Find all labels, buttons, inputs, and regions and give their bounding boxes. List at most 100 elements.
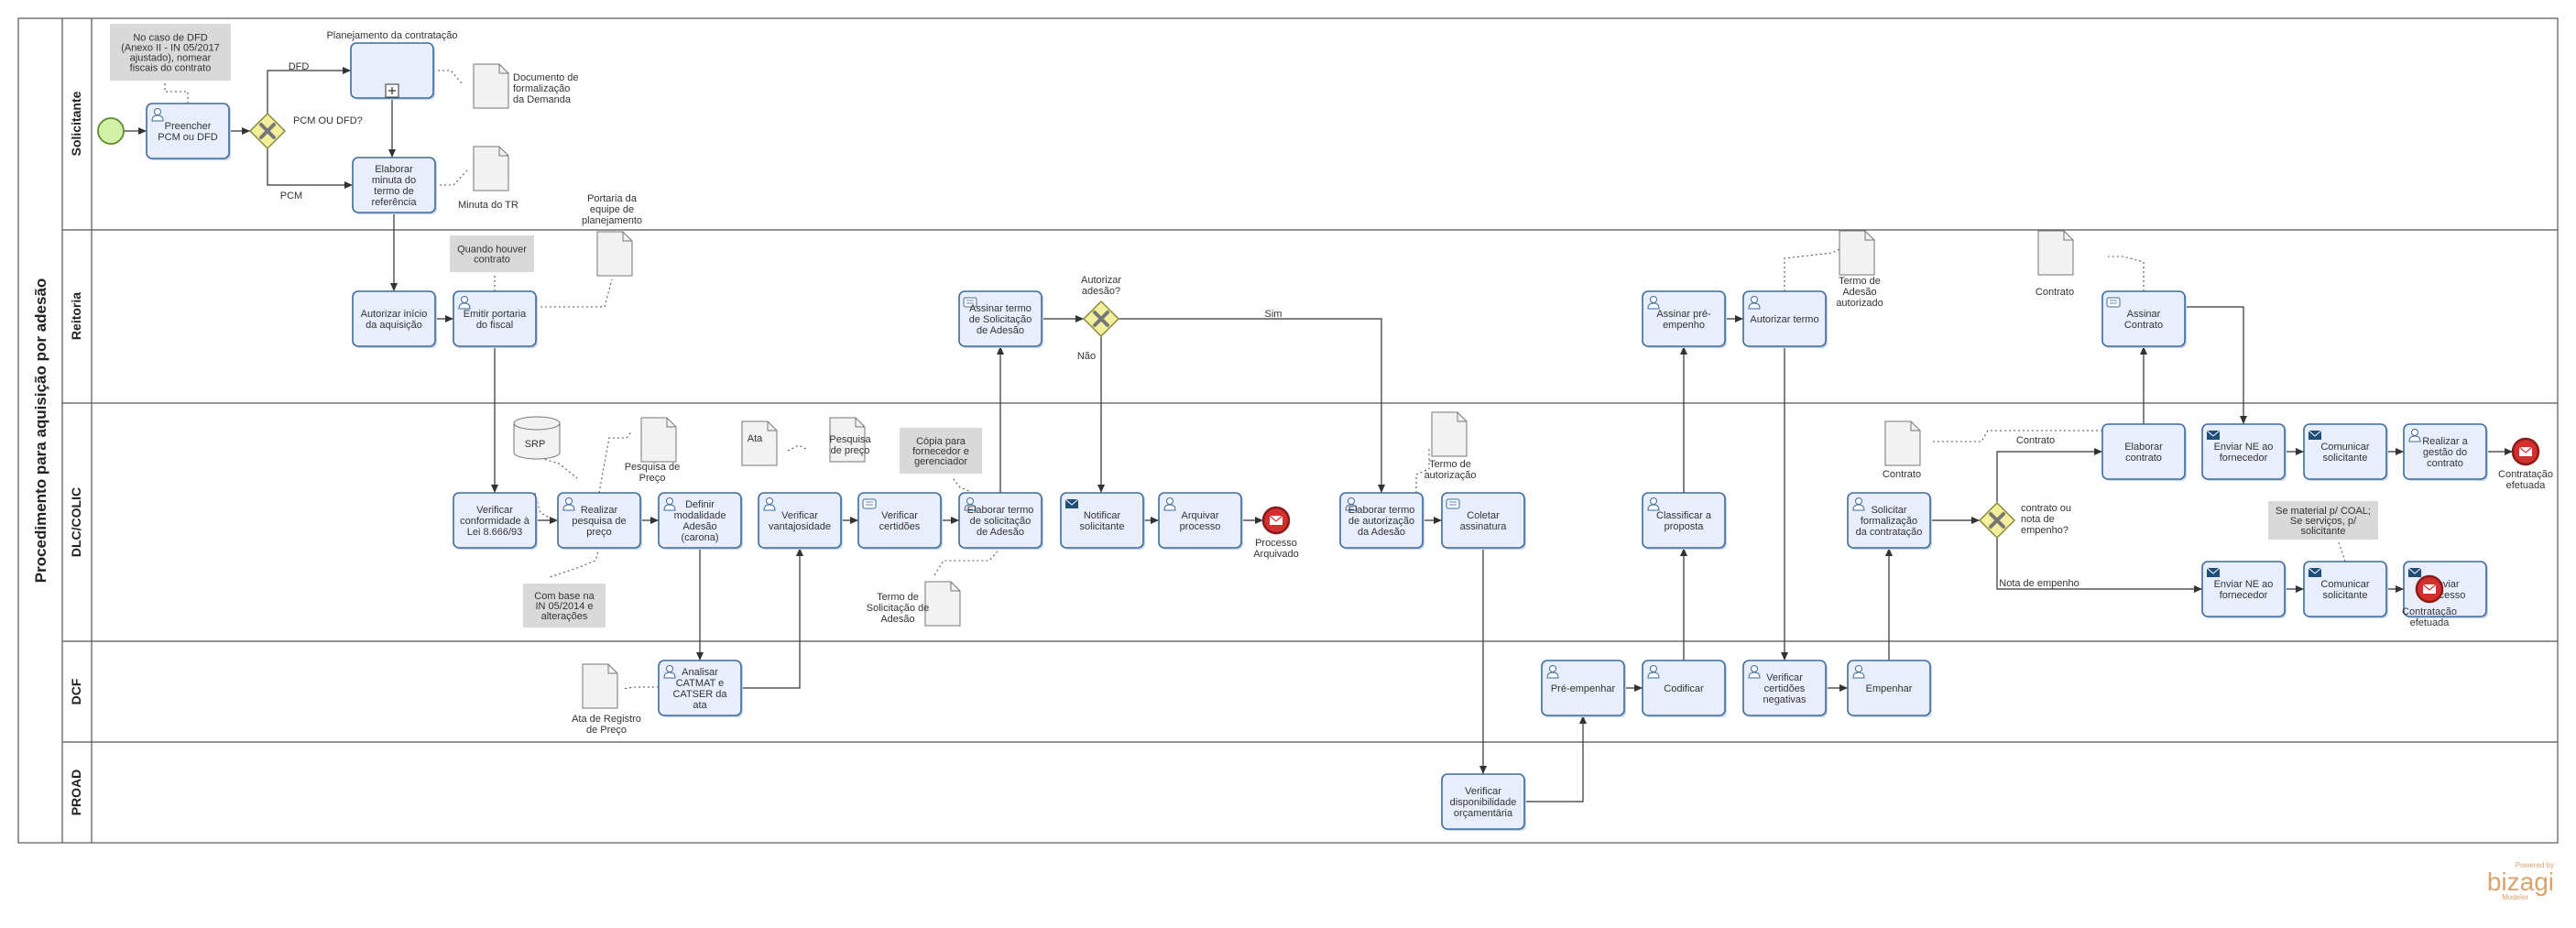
data-store-srp: SRP [513,416,561,460]
association [536,278,613,308]
flow-label-pcm: PCM [280,191,302,202]
task-codificar[interactable]: Codificar [1642,660,1727,717]
task-planejamento[interactable] [350,42,435,100]
task-pre-empenhar[interactable]: Pré-empenhar [1541,660,1626,717]
association [549,547,600,578]
task-assinar-pre[interactable]: Assinar pré-empenho [1642,290,1727,348]
task-autorizar-termo[interactable]: Autorizar termo [1742,290,1828,348]
lane-reitoria: Reitoria [69,292,83,340]
svg-text:Powered by: Powered by [2516,861,2554,869]
gateway-pcm-dfd[interactable]: PCM OU DFD? [248,112,363,150]
association [2337,540,2346,562]
script-task-icon [2106,297,2121,308]
data-object-label: Contrato [2036,287,2074,298]
message-task-icon [1064,498,1079,508]
user-task-icon [1647,497,1660,511]
flow-label-sim: Sim [1265,309,1283,320]
flow-label-dfd: DFD [289,61,310,72]
data-object-label: Ata [748,433,763,444]
user-task-icon [562,497,575,511]
user-task-icon [1748,665,1761,679]
sequence-flow [2185,306,2247,424]
data-store-label: SRP [525,439,546,450]
data-object-contrato-b: Contrato [1883,420,1921,480]
lane-dcf: DCF [69,678,83,704]
sequence-flow [267,148,353,189]
sequence-flow [1996,538,2202,593]
message-task-icon [2308,430,2322,440]
associations [164,70,2346,690]
data-object-minuta-tr: Minuta do TR [458,146,518,211]
user-task-icon [663,497,676,511]
annotation-se-material: Se material p/ COAL;Se serviços, p/solic… [2268,501,2378,540]
task-label: Pré-empenhar [1551,683,1616,694]
association [598,430,633,494]
user-task-icon [1345,497,1358,511]
lane-proad: PROAD [69,770,83,816]
lane-solicitante: Solicitante [69,91,83,156]
user-task-icon [663,665,676,679]
data-object-label: Contrato [1883,469,1921,480]
user-task-icon [1647,665,1660,679]
start-event[interactable] [97,117,125,145]
svg-text:Modeler: Modeler [2502,893,2528,901]
annotation-text: Se material p/ COAL;Se serviços, p/solic… [2276,506,2371,537]
association [622,686,659,690]
pool-title: Procedimento para aquisição por adesão [32,278,49,584]
task-empenhar[interactable]: Empenhar [1847,660,1932,717]
gateway-label: PCM OU DFD? [293,115,363,126]
